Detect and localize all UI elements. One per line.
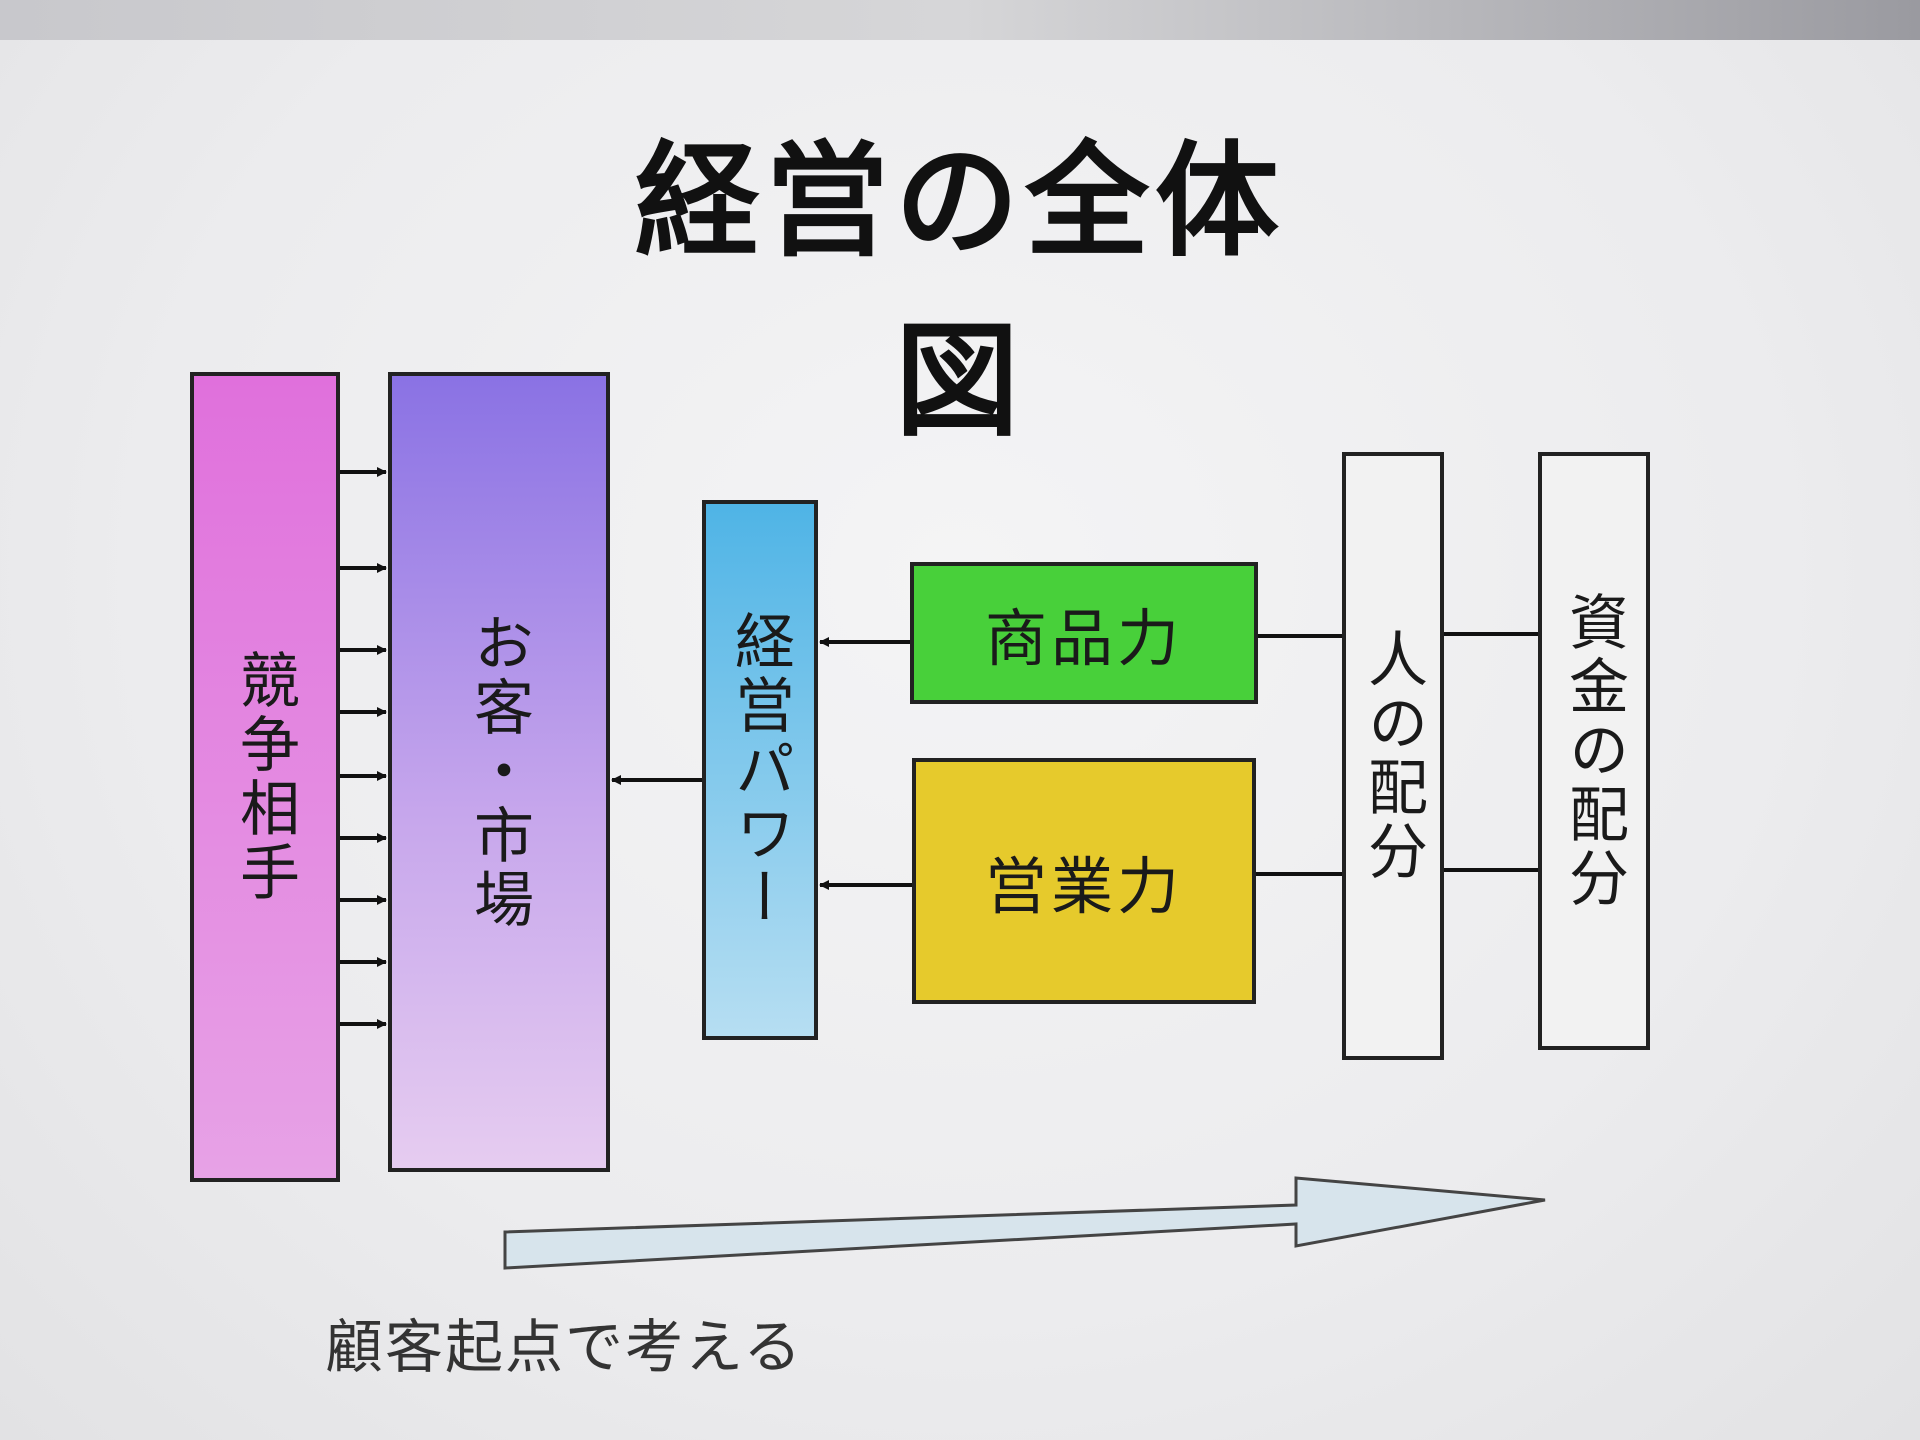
capital-allocation-box: 資金の配分	[1538, 452, 1650, 1050]
customer-origin-arrow	[503, 1176, 1546, 1270]
people-allocation-label: 人の配分	[1357, 628, 1428, 884]
competitor-label: 競争相手	[229, 649, 300, 905]
competition-arrows	[340, 467, 387, 1029]
management-power-box: 経営パワー	[702, 500, 818, 1040]
capital-allocation-label: 資金の配分	[1558, 591, 1629, 911]
product-power-label: 商品力	[984, 602, 1183, 675]
management-power-label: 経営パワー	[724, 610, 795, 930]
people-allocation-box: 人の配分	[1342, 452, 1444, 1060]
product-power-box: 商品力	[910, 562, 1258, 704]
diagram-title: 経営の全体図	[634, 130, 1285, 454]
competitor-box: 競争相手	[190, 372, 340, 1182]
arrow-caption: 顧客起点で考える	[325, 1313, 804, 1381]
market-label: お客・市場	[463, 612, 534, 932]
screen-edge	[0, 0, 1920, 40]
sales-power-label: 営業力	[984, 850, 1183, 923]
market-box: お客・市場	[388, 372, 610, 1172]
sales-power-box: 営業力	[912, 758, 1256, 1004]
